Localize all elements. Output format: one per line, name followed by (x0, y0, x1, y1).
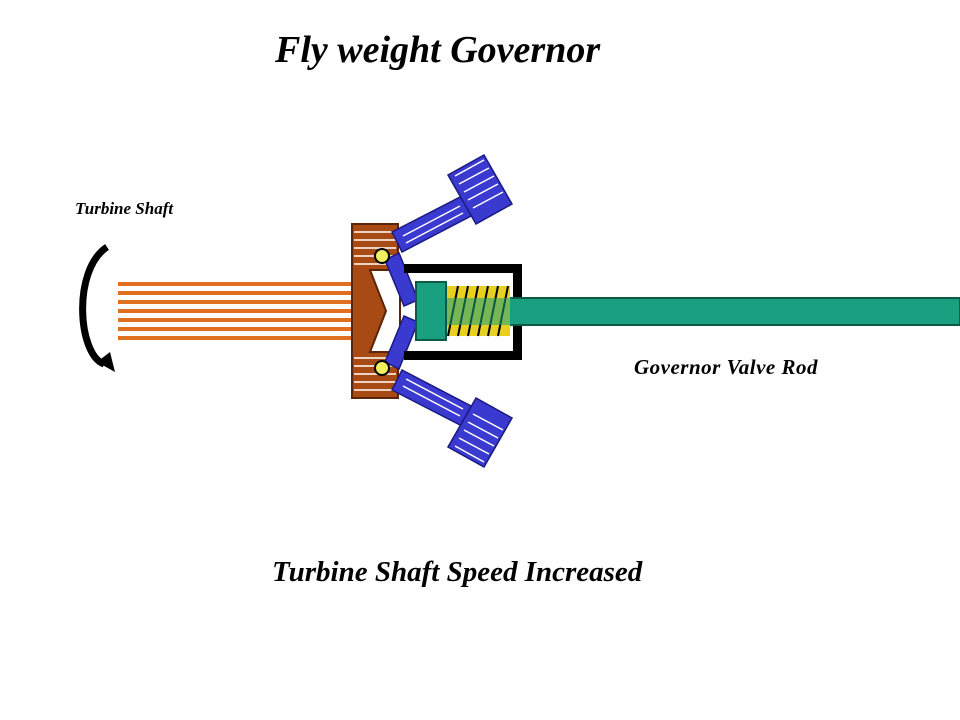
upper-pivot-pin (374, 248, 390, 264)
governor-valve-rod-label: Governor Valve Rod (634, 355, 818, 379)
turbine-shaft (118, 282, 354, 340)
diagram-title: Fly weight Governor (275, 29, 601, 71)
governor-spring (444, 285, 512, 337)
spring-collar (415, 281, 447, 341)
diagram-caption: Turbine Shaft Speed Increased (272, 556, 643, 588)
governor-valve-rod (445, 297, 960, 326)
turbine-shaft-label: Turbine Shaft (75, 199, 174, 218)
rotation-arrow-icon (79, 244, 115, 372)
lower-pivot-pin (374, 360, 390, 376)
upper-flyweight (384, 153, 514, 307)
lower-flyweight (384, 315, 514, 469)
